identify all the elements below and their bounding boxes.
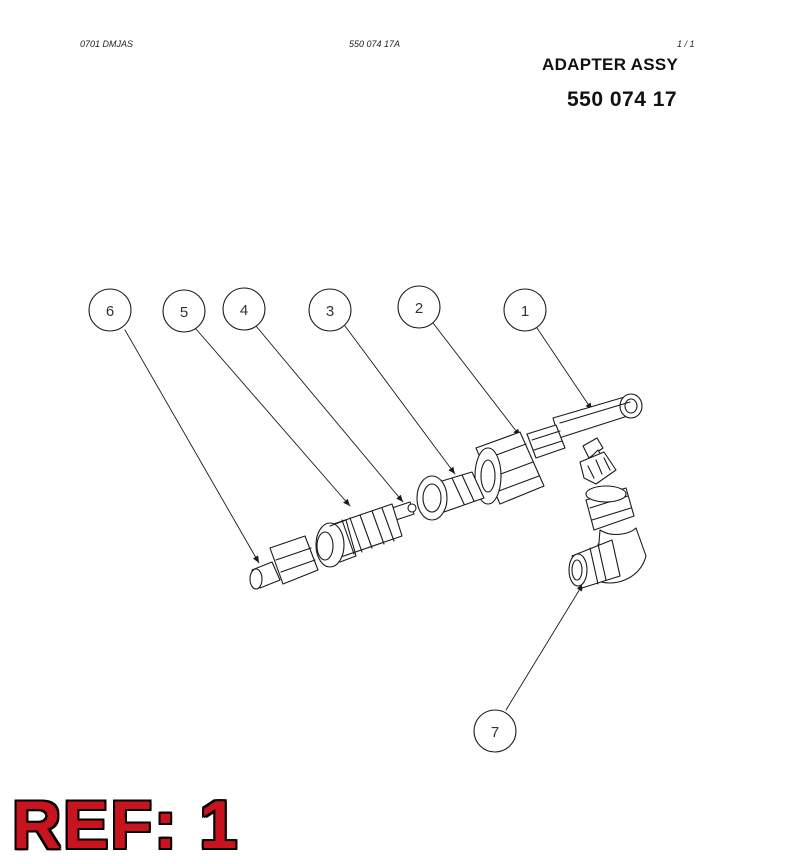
part-2-hex-nut — [474, 431, 545, 505]
balloon-4: 4 — [222, 287, 266, 331]
balloon-1: 1 — [503, 288, 547, 332]
balloon-5: 5 — [162, 289, 206, 333]
assembly-title: ADAPTER ASSY — [542, 55, 679, 74]
balloon-3: 3 — [308, 288, 352, 332]
item-balloons: 1 2 3 4 5 6 7 — [88, 285, 547, 753]
header-page-count: 1 / 1 — [677, 39, 695, 49]
header-drawing-number: 550 074 17A — [349, 39, 401, 49]
balloon-3-label: 3 — [326, 303, 334, 320]
part-3-sleeve — [416, 471, 485, 521]
balloon-5-label: 5 — [180, 304, 188, 321]
part-7-elbow — [568, 485, 647, 589]
balloon-6-label: 6 — [106, 303, 114, 320]
balloon-2-label: 2 — [415, 300, 423, 317]
part-1-tee-body — [526, 393, 643, 485]
balloon-1-label: 1 — [521, 303, 529, 320]
balloon-7-label: 7 — [491, 724, 499, 741]
balloon-6: 6 — [88, 288, 132, 332]
part-4-stem — [391, 501, 417, 521]
assembly-part-number: 550 074 17 — [567, 88, 678, 111]
part-6-fitting — [249, 535, 319, 590]
balloon-2: 2 — [397, 285, 441, 329]
leader-lines — [124, 322, 593, 711]
balloon-7: 7 — [473, 709, 517, 753]
part-5-cartridge — [315, 503, 403, 568]
reference-label: REF: 1 — [12, 787, 240, 863]
header-code-left: 0701 DMJAS — [80, 39, 134, 49]
balloon-4-label: 4 — [240, 302, 248, 319]
